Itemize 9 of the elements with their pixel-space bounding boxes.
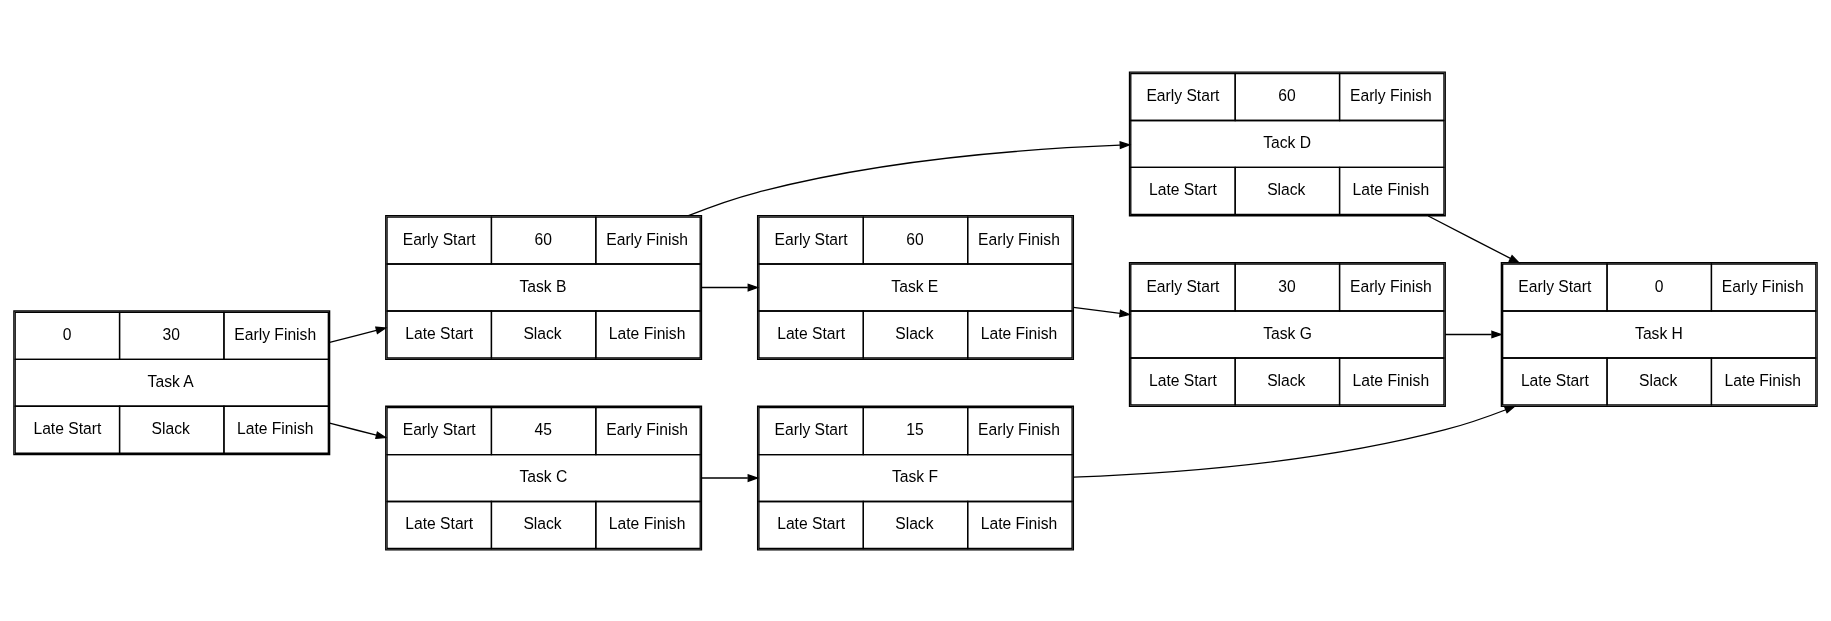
arrow [1427,214,1521,264]
arrow [700,282,760,292]
arrow [1444,329,1504,339]
arrow [329,422,388,439]
arrow [1072,306,1132,317]
arrow [1072,405,1517,478]
arrow [329,325,388,343]
arrow [700,473,760,482]
arrow [687,140,1132,216]
